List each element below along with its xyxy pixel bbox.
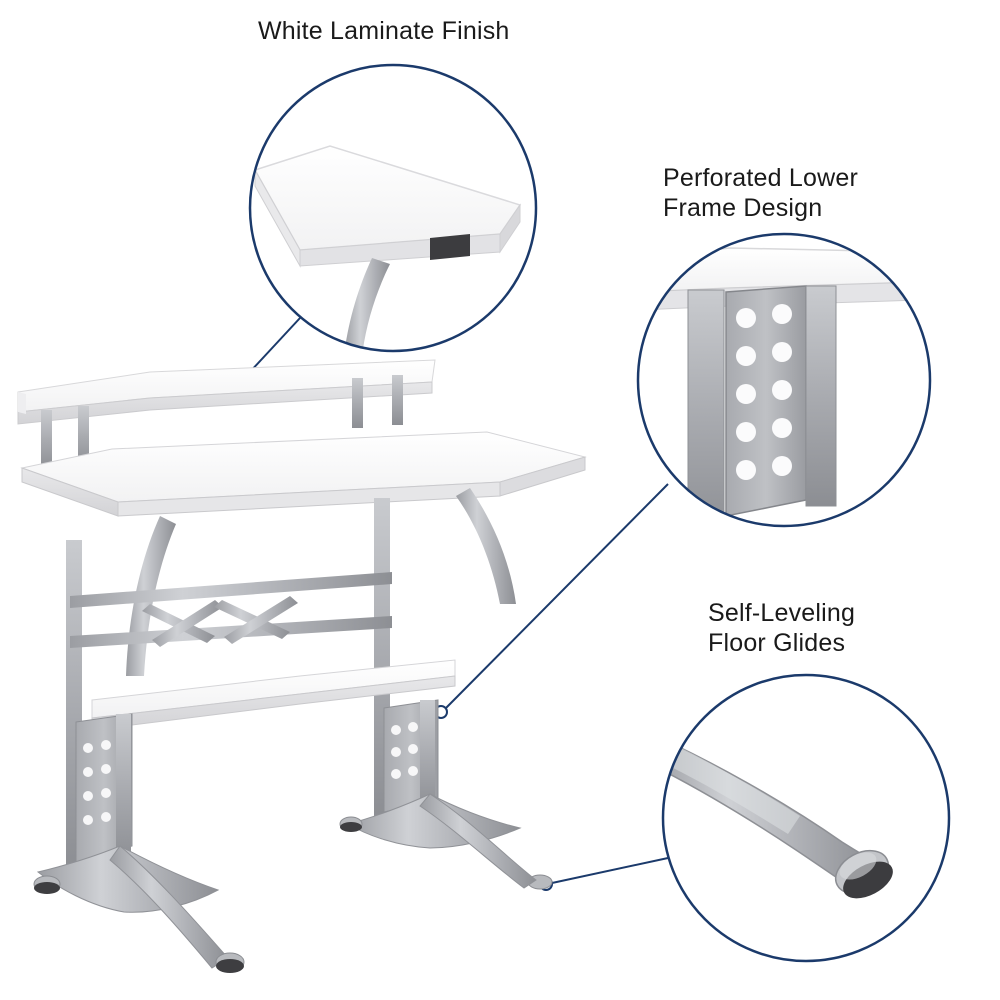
upper-shelf	[17, 359, 436, 425]
callout-label-floor-glides-line1: Self-Leveling	[708, 599, 856, 627]
right-curved-brace	[456, 488, 516, 604]
lower-cross-rail	[70, 616, 392, 648]
left-foot	[33, 845, 220, 913]
desk-illustration	[17, 359, 587, 973]
callout-label-floor-glides-line2: Floor Glides	[708, 629, 846, 657]
front-left-leg	[116, 714, 131, 864]
front-right-leg	[420, 700, 435, 812]
main-desktop	[20, 431, 587, 517]
callout-bubble-perforated-frame	[636, 232, 932, 528]
leader-line-white-laminate	[247, 317, 301, 375]
left-foot-front-arm	[109, 845, 229, 969]
x-brace-decoration	[142, 596, 298, 647]
leader-lines	[247, 317, 669, 884]
lower-shelf	[91, 659, 456, 731]
upper-shelf-legs	[41, 375, 403, 470]
callout-bubble-white-laminate	[248, 63, 538, 353]
upper-cross-rail	[70, 572, 392, 608]
leader-line-floor-glides	[551, 857, 669, 884]
callout-bubble-floor-glides	[661, 673, 951, 963]
leader-line-perforated-frame	[443, 483, 669, 711]
callout-label-white-laminate: White Laminate Finish	[258, 17, 510, 45]
right-foot-rear-arm	[419, 793, 537, 889]
callout-label-perforated-frame-line2: Frame Design	[663, 194, 823, 222]
callout-label-perforated-frame-line1: Perforated Lower	[663, 164, 858, 192]
